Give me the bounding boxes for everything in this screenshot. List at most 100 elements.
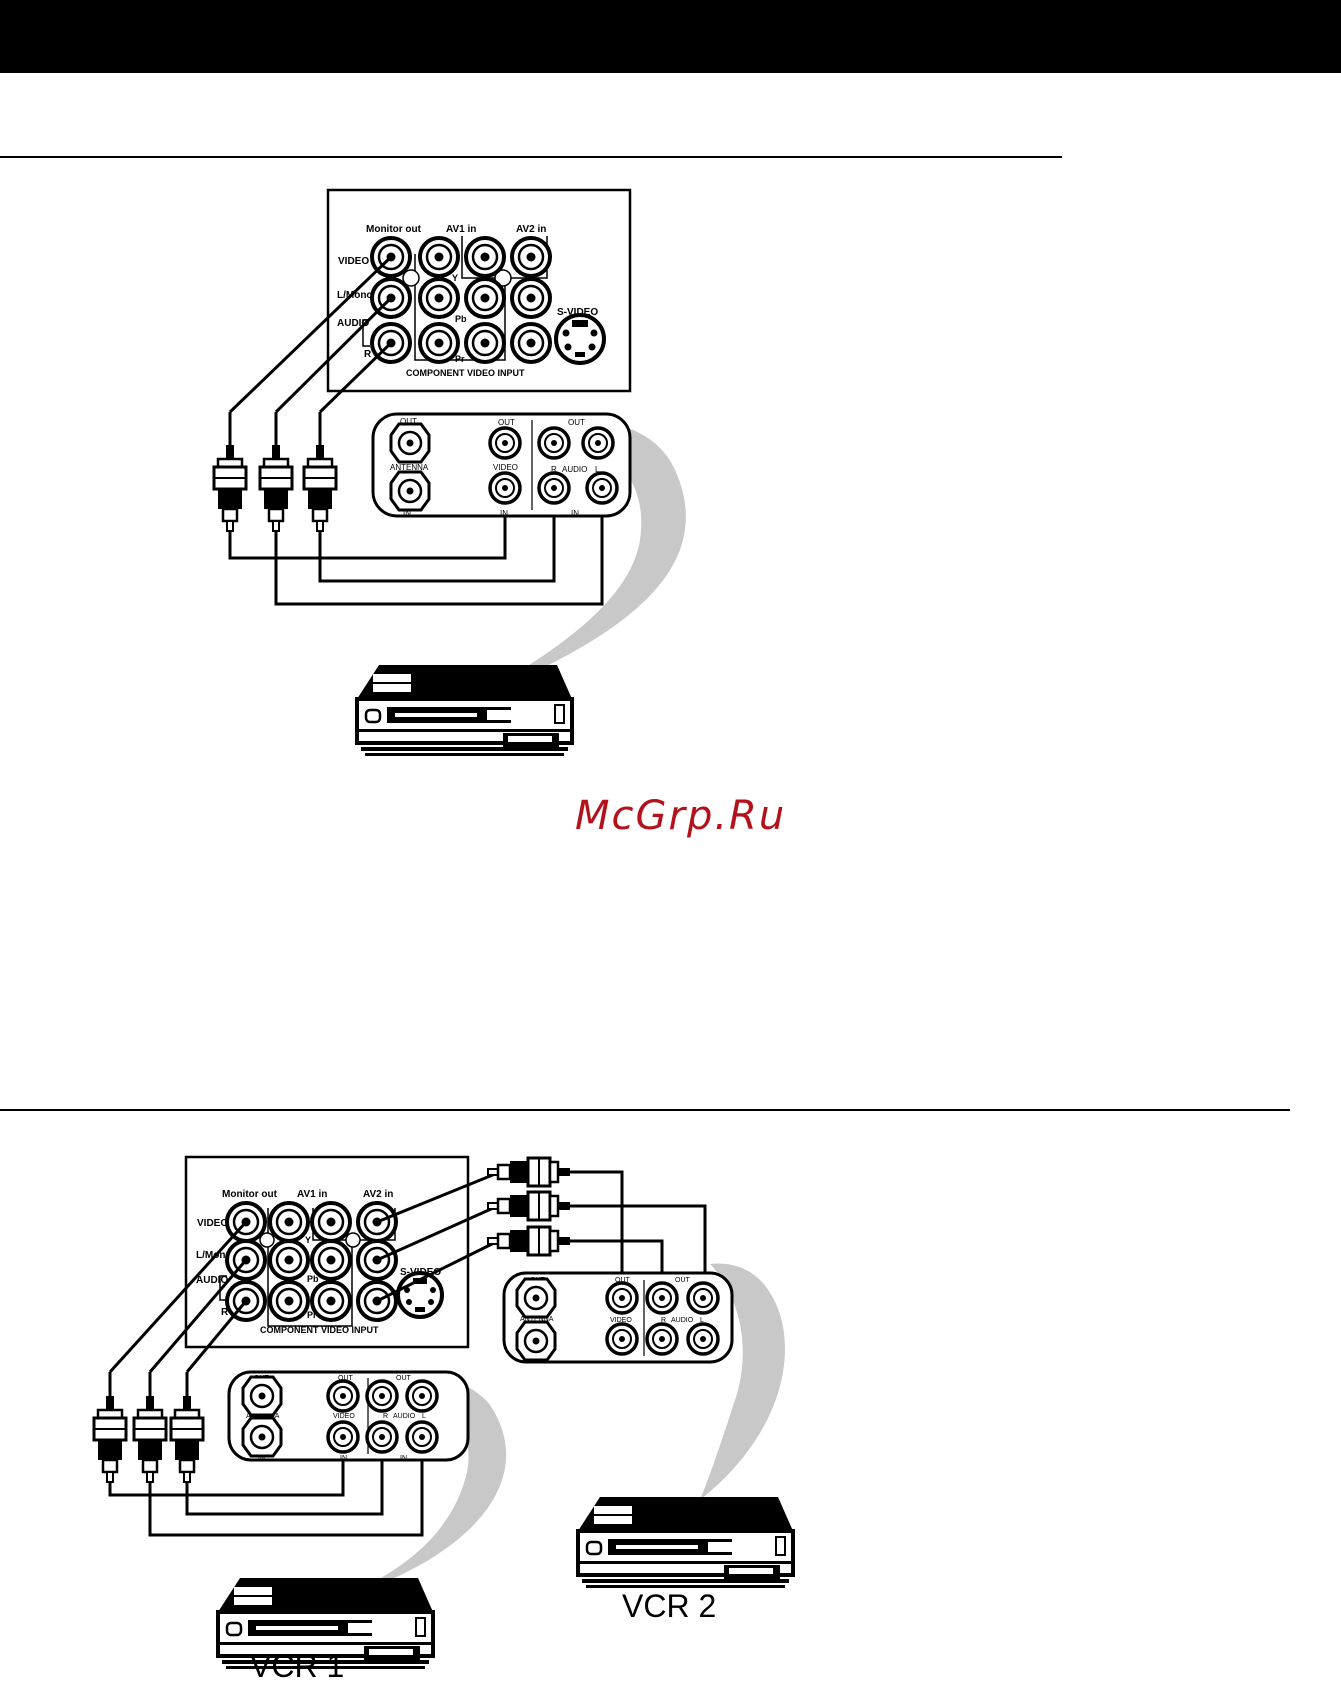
vcr-label-r: R xyxy=(551,465,557,474)
vcr2-label-antenna: ANTENNA xyxy=(520,1316,554,1323)
bottom-connection-diagram: Monitor out AV1 in AV2 in VIDEO L/Mono A… xyxy=(92,1155,795,1671)
jack2-pr xyxy=(310,1280,352,1322)
vcr2-caption: VCR 2 xyxy=(622,1588,717,1624)
label-monitor-out-2: Monitor out xyxy=(222,1189,278,1200)
vcr1-audio-l-in-jack xyxy=(405,1420,439,1454)
vcr-label-in-video: IN xyxy=(500,509,508,518)
vcr1-label-in-ant: IN xyxy=(258,1455,265,1462)
swoosh-vcr2 xyxy=(700,1263,785,1500)
label-component-video-input-2: COMPONENT VIDEO INPUT xyxy=(260,1325,379,1335)
jack-av2-r xyxy=(510,322,552,364)
vcr1-label-video: VIDEO xyxy=(333,1413,355,1420)
vcr2-audio-r-in-jack xyxy=(645,1322,679,1356)
vcr2-label-out-video: OUT xyxy=(615,1277,631,1284)
rca-plug-h-video xyxy=(486,1156,572,1188)
rca-plug-h-audio-r xyxy=(486,1225,572,1257)
vcr-label-out-audio: OUT xyxy=(568,418,585,427)
vcr1-audio-r-in-jack xyxy=(365,1420,399,1454)
rca-plug-audio-r xyxy=(302,443,338,533)
jack2-pb xyxy=(310,1239,352,1281)
rca-plug2-audio-l xyxy=(132,1394,168,1484)
jack2-av1-l xyxy=(268,1239,310,1281)
vcr2-audio-r-out-jack xyxy=(645,1281,679,1315)
vcr1-antenna-in-jack xyxy=(241,1416,283,1458)
label-video: VIDEO xyxy=(338,256,369,267)
jack-av2-video-b xyxy=(510,236,552,278)
vcr2-video-in-jack xyxy=(605,1322,639,1356)
vcr2-label-audio: AUDIO xyxy=(671,1317,694,1324)
label-r: R xyxy=(364,349,372,360)
vcr1-label-out-video: OUT xyxy=(338,1375,354,1382)
vcr-audio-r-in-jack xyxy=(537,471,571,505)
jack-pb xyxy=(464,277,506,319)
vcr1-label-audio: AUDIO xyxy=(393,1413,416,1420)
label-monitor-out: Monitor out xyxy=(366,224,422,235)
label-av1-in-2: AV1 in xyxy=(297,1189,327,1200)
vcr2-label-r: R xyxy=(661,1317,666,1324)
vcr-audio-r-out-jack xyxy=(537,426,571,460)
vcr1-label-l: L xyxy=(422,1413,426,1420)
vcr1-audio-l-out-jack xyxy=(405,1379,439,1413)
vcr2-label-in-ant: IN xyxy=(533,1358,540,1365)
jack-av1-l xyxy=(418,277,460,319)
vcr2-label-video: VIDEO xyxy=(610,1317,632,1324)
label-pr: Pr xyxy=(455,354,465,364)
vcr1-label-out-audio: OUT xyxy=(396,1375,412,1382)
section-rule-bottom xyxy=(0,1109,1290,1111)
jack2-av1-video xyxy=(268,1201,310,1243)
label-pb-2: Pb xyxy=(307,1274,319,1284)
vcr2-antenna-in-jack xyxy=(515,1320,557,1362)
s-video-jack-icon xyxy=(554,313,606,365)
label-l-mono: L/Mono xyxy=(337,290,373,301)
vcr2-label-out-audio: OUT xyxy=(675,1277,691,1284)
label-av1-in: AV1 in xyxy=(446,224,476,235)
label-audio-2: AUDIO xyxy=(196,1275,228,1286)
jack2-y xyxy=(310,1201,352,1243)
jack-av1-r xyxy=(418,322,460,364)
rca-plug2-video xyxy=(92,1394,128,1484)
header-bar xyxy=(0,0,1341,73)
vcr-label-in-ant: IN xyxy=(403,509,411,518)
vcr-label-audio: AUDIO xyxy=(562,465,587,474)
vcr1-antenna-out-jack xyxy=(241,1375,283,1417)
vcr1-video-in-jack xyxy=(326,1420,360,1454)
label-component-video-input: COMPONENT VIDEO INPUT xyxy=(406,368,525,378)
vcr-label-video: VIDEO xyxy=(493,463,518,472)
vcr1-label-r: R xyxy=(383,1413,388,1420)
rca-plug-h-audio-l xyxy=(486,1190,572,1222)
vcr1-label-in-audio: IN xyxy=(400,1455,407,1462)
swoosh-shape xyxy=(470,418,686,700)
vcr2-video-out-jack xyxy=(605,1281,639,1315)
label-pr-2: Pr xyxy=(307,1310,317,1320)
vcr-label-antenna: ANTENNA xyxy=(390,463,429,472)
label-y-2: Y xyxy=(305,1235,311,1245)
vcr1-audio-r-out-jack xyxy=(365,1379,399,1413)
section-rule-top xyxy=(0,156,1062,158)
label-video-2: VIDEO xyxy=(197,1218,228,1229)
jack-pr xyxy=(464,322,506,364)
label-r-2: R xyxy=(221,1307,229,1318)
vcr-audio-l-out-jack xyxy=(581,426,615,460)
vcr2-device-icon xyxy=(576,1495,795,1590)
vcr2-audio-l-out-jack xyxy=(686,1281,720,1315)
vcr-video-in-jack xyxy=(488,471,522,505)
vcr2-label-l: L xyxy=(700,1317,704,1324)
label-pb: Pb xyxy=(455,314,467,324)
antenna-out-jack xyxy=(389,422,431,464)
label-audio: AUDIO xyxy=(337,318,369,329)
vcr1-video-out-jack xyxy=(326,1379,360,1413)
vcr-label-in-audio: IN xyxy=(571,509,579,518)
vcr2-audio-l-in-jack xyxy=(686,1322,720,1356)
antenna-in-jack xyxy=(389,470,431,512)
vcr-audio-l-in-jack xyxy=(585,471,619,505)
label-av2-in: AV2 in xyxy=(516,224,546,235)
rca-plug2-audio-r xyxy=(169,1394,205,1484)
vcr-label-l: L xyxy=(595,465,600,474)
vcr1-caption: VCR 1 xyxy=(250,1648,345,1684)
label-y: Y xyxy=(452,273,458,283)
jack-av1-video xyxy=(418,236,460,278)
vcr2-antenna-out-jack xyxy=(515,1277,557,1319)
jack-av2-video-a xyxy=(464,236,506,278)
vcr-label-out-video: OUT xyxy=(498,418,515,427)
